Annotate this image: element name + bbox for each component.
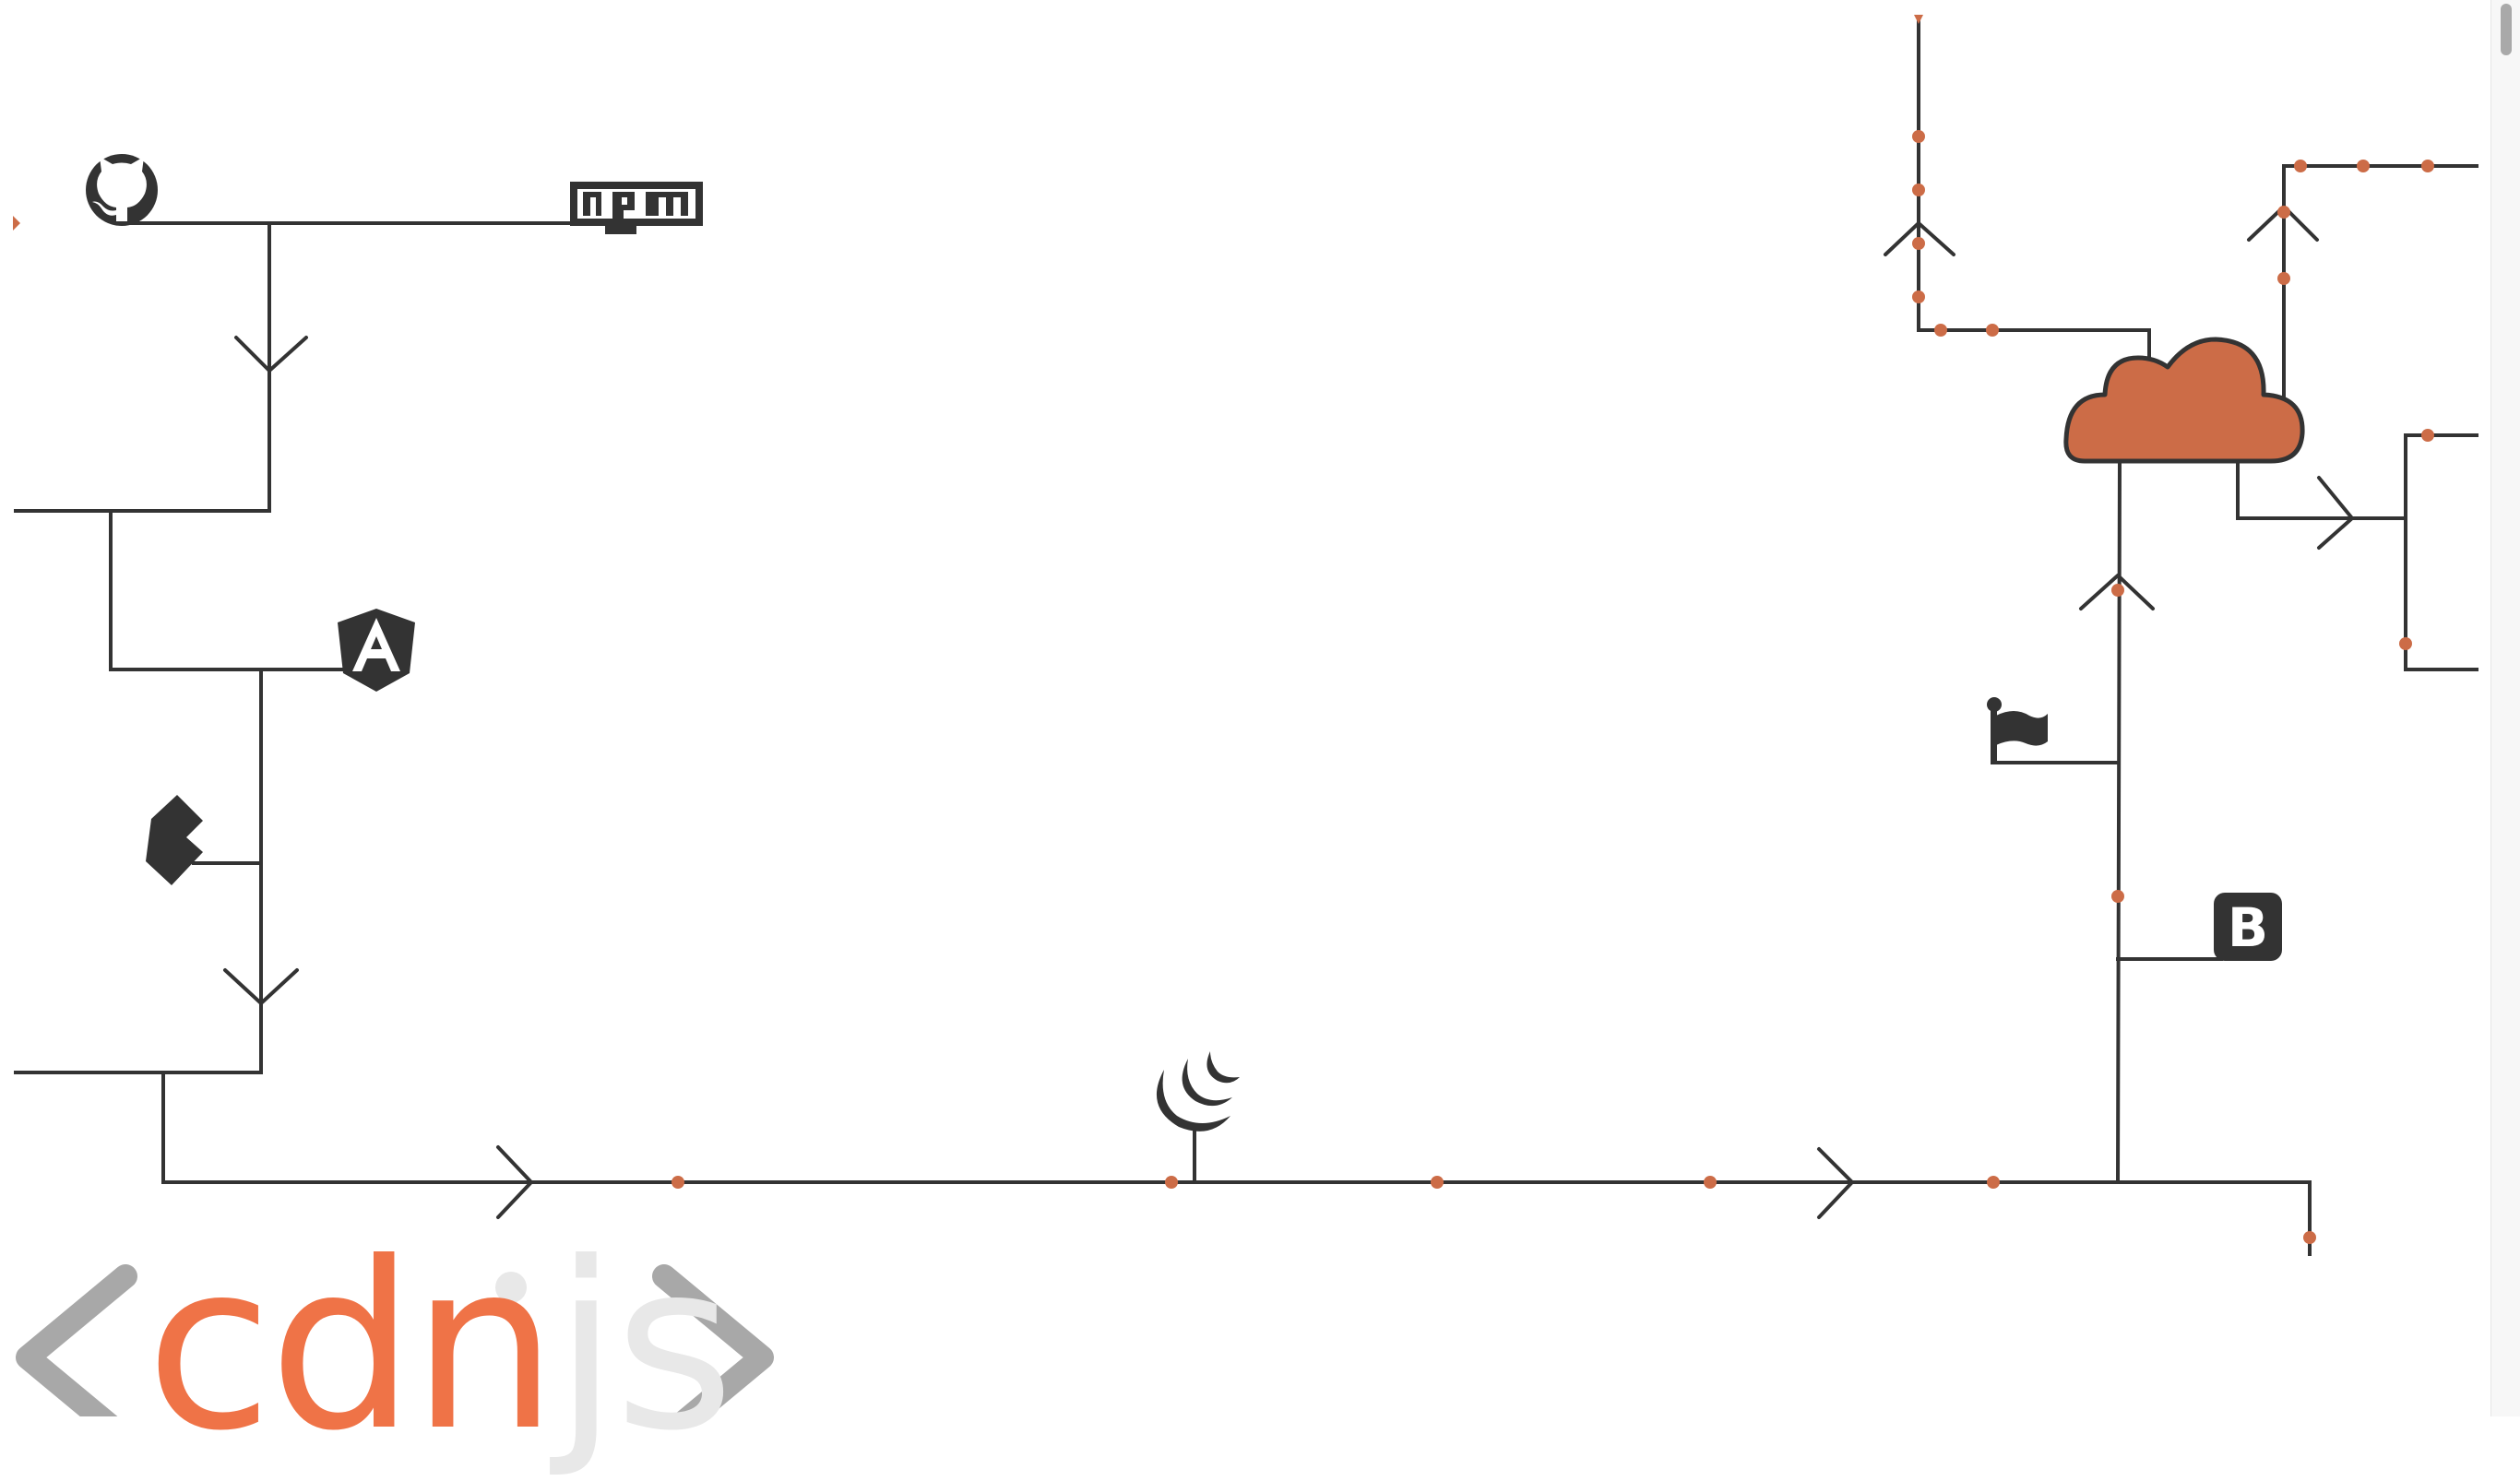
data-packets [13,15,2434,1244]
logo-text-js: js [553,1213,735,1481]
network-diagram: B [13,15,2478,1256]
arrow-up [2079,574,2155,610]
cdnjs-wordmark: cdnjs [146,1213,735,1481]
code-icon [146,795,203,885]
logo-j-dot [495,1272,527,1303]
arrow-down [223,968,299,1005]
arrow-up [1884,221,1955,256]
cdnjs-logo [16,1264,774,1416]
logo-right-bracket [652,1264,774,1416]
direction-arrows [223,205,2354,1219]
bootstrap-icon: B [2214,893,2282,961]
angular-icon [338,609,415,692]
vertical-scrollbar[interactable] [2490,0,2520,1416]
npm-icon [570,182,703,234]
scrollbar-thumb[interactable] [2501,4,2512,55]
arrow-right [1817,1147,1854,1219]
logo-text-cdn: cdn [146,1213,558,1481]
github-icon [86,154,158,226]
arrow-right [2317,476,2354,550]
cdn-cloud-icon [2063,337,2305,464]
arrow-down [234,336,308,373]
jquery-icon [1156,1051,1240,1131]
arrow-right [496,1145,533,1219]
svg-text:B: B [2228,896,2268,959]
logo-left-bracket [16,1264,137,1416]
flag-icon [1987,697,2048,764]
